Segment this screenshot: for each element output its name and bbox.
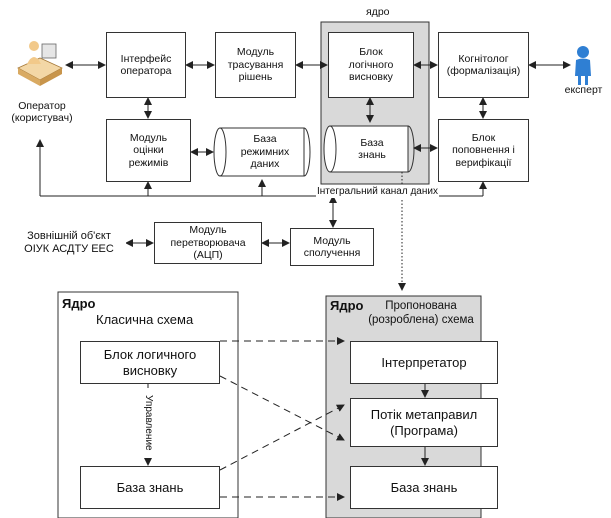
operator-interface-box: Інтерфейс оператора <box>106 32 186 98</box>
interface-module-box: Модуль сполучення <box>290 228 374 266</box>
map-inference-rules <box>219 375 345 441</box>
map-kb-rules <box>219 404 345 471</box>
modes-db-label: База режимних даних <box>240 133 290 171</box>
proposed-title: Пропонована (розроблена) схема <box>368 300 474 326</box>
classic-kb-box: База знань <box>80 466 220 509</box>
expert-icon <box>575 46 591 85</box>
trace-module-box: Модуль трасування рішень <box>215 32 296 98</box>
modes-db-cylinder <box>213 127 311 177</box>
cognitologist-box: Когнітолог (формалізація) <box>438 32 529 98</box>
metarules-stream-box: Потік метаправил (Програма) <box>350 398 498 447</box>
classic-control-label: Управление <box>142 388 154 458</box>
kb-cylinder <box>323 125 415 173</box>
classic-title: Класична схема <box>96 312 194 327</box>
interpreter-box: Інтерпретатор <box>350 341 498 384</box>
expert-label: експерт <box>564 84 603 96</box>
inference-block-box: Блок логічного висновку <box>328 32 414 98</box>
adc-module-box: Модуль перетворювача (АЦП) <box>154 222 262 264</box>
operator-label: Оператор (користувач) <box>11 100 73 125</box>
data-channel-label: Інтегральний канал даних <box>316 186 439 198</box>
operator-icon <box>17 41 63 86</box>
classic-inference-box: Блок логичного висновку <box>80 341 220 384</box>
external-object-label: Зовнішній об'єкт ОІУК АСДТУ ЕЕС <box>12 222 126 264</box>
estimation-module-box: Модуль оцінки режимів <box>106 119 191 182</box>
proposed-core-label: Ядро <box>330 298 364 313</box>
classic-core-label: Ядро <box>62 296 96 311</box>
kb-top-label: База знань <box>358 136 386 161</box>
proposed-kb-box: База знань <box>350 466 498 509</box>
core-top-label: ядро <box>366 6 390 18</box>
replenish-verify-box: Блок поповнення і верифікації <box>438 119 529 182</box>
